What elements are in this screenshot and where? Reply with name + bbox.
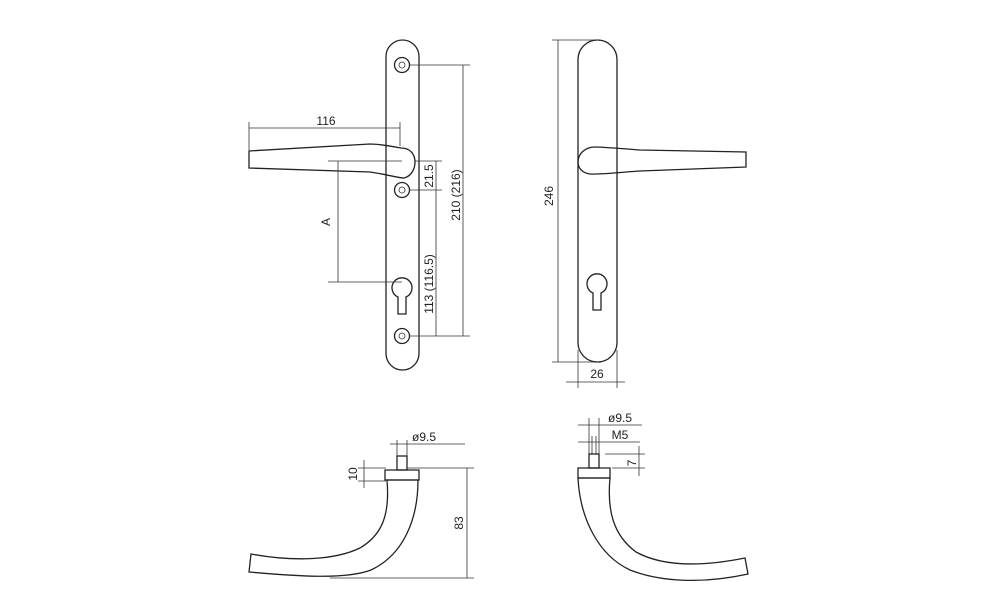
dim-113-label: 113 (116.5) <box>422 254 436 314</box>
bottom-screw-hole <box>393 327 411 345</box>
dim-26-label: 26 <box>590 367 604 381</box>
bl-dim-diameter: ø9.5 <box>390 430 465 456</box>
dim-210-label: 210 (216) <box>449 169 463 220</box>
br-lever-profile <box>577 477 749 582</box>
dim-spindle-to-top-screw: 21.5 <box>410 160 442 191</box>
bl-diameter-label: ø9.5 <box>412 430 436 444</box>
bl-dim-rose-height: 10 <box>346 460 386 488</box>
br-dim-thread: M5 <box>578 428 640 454</box>
bottom-right-view: ø9.5 M5 7 <box>577 411 749 582</box>
side-lever-handle <box>577 146 747 175</box>
br-dim-diameter: ø9.5 <box>578 411 642 454</box>
dim-a: A <box>319 160 402 283</box>
dim-246-label: 246 <box>542 186 556 206</box>
bottom-left-view: ø9.5 10 83 <box>248 430 474 579</box>
dim-a-label: A <box>319 218 333 226</box>
side-backplate <box>577 39 618 363</box>
dim-lever-length-label: 116 <box>316 114 335 128</box>
bl-rose-height-label: 10 <box>346 467 360 481</box>
mid-screw-hole <box>393 181 411 199</box>
dim-screw-centres: 210 (216) <box>410 64 470 337</box>
dim-lever-length: 116 <box>248 114 401 150</box>
side-keyhole <box>586 273 608 311</box>
side-view: 246 26 <box>542 39 747 388</box>
dim-21-5-label: 21.5 <box>422 164 436 188</box>
front-view: 116 A 21.5 113 (116.5) 210 (216) <box>248 39 470 371</box>
dim-plate-width: 26 <box>566 350 625 388</box>
bl-83-label: 83 <box>452 516 466 530</box>
front-backplate <box>385 39 420 371</box>
dim-plate-height: 246 <box>542 39 598 363</box>
br-dim-height: 7 <box>605 446 645 476</box>
bl-dim-lever-drop: 83 <box>330 467 474 579</box>
br-spindle <box>588 453 600 469</box>
br-diameter-label: ø9.5 <box>608 411 632 425</box>
br-thread-label: M5 <box>612 428 629 442</box>
top-screw-hole <box>393 56 411 74</box>
cylinder-keyhole <box>391 277 413 315</box>
front-lever-handle <box>248 143 416 179</box>
bl-lever-profile <box>248 479 419 577</box>
bl-rose <box>384 469 420 481</box>
bl-spindle <box>396 455 408 471</box>
br-height-label: 7 <box>625 459 639 466</box>
dim-spindle-to-cylinder: 113 (116.5) <box>410 190 442 337</box>
br-rose <box>577 467 611 479</box>
